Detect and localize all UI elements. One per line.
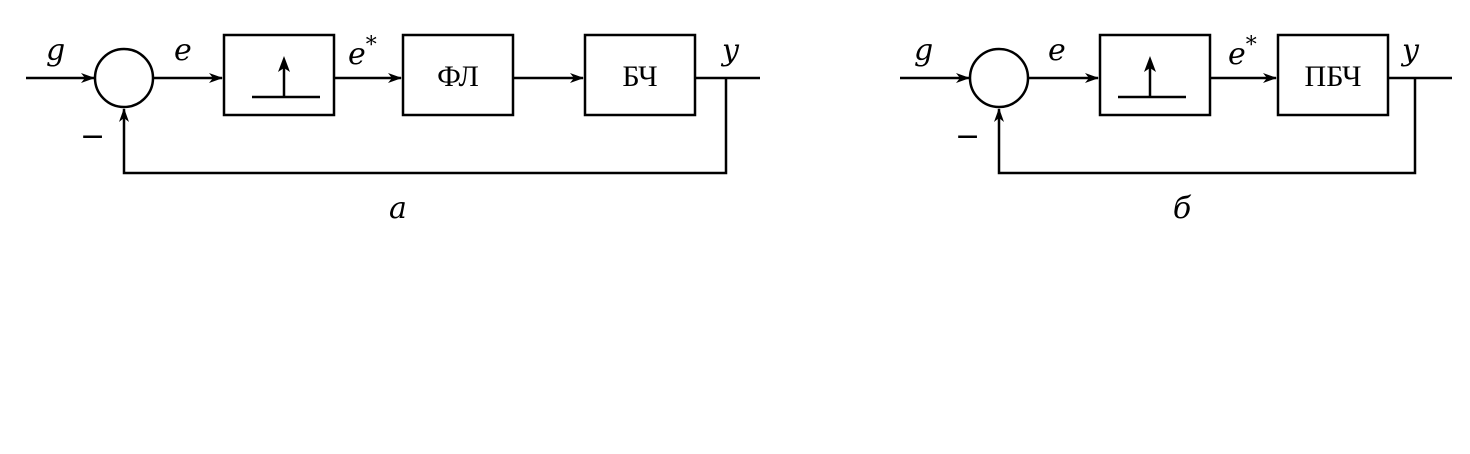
error-signal-label: e xyxy=(1048,33,1066,68)
fl-block-label: ФЛ xyxy=(437,60,479,93)
summing-junction xyxy=(968,47,1030,109)
output-signal-label: y xyxy=(720,33,740,68)
impulse-arrow-icon xyxy=(1118,56,1186,99)
feedback-path xyxy=(119,78,728,175)
caption-a: а xyxy=(389,191,407,226)
caption-b: б xyxy=(1173,191,1192,226)
error-signal-label: e xyxy=(174,33,192,68)
sampled-signal-label: e* xyxy=(1228,33,1257,72)
output-signal-label: y xyxy=(1400,33,1420,68)
feedback-sign: − xyxy=(955,119,980,154)
input-signal-label: g xyxy=(46,33,65,68)
diagram-b: g − e e* ПБЧ y б xyxy=(900,33,1452,226)
feedback-sign: − xyxy=(80,119,105,154)
diagram-a: g − e e* ФЛ БЧ y а xyxy=(26,33,760,226)
pbch-block-label: ПБЧ xyxy=(1305,60,1362,93)
sampler-block xyxy=(222,33,336,117)
input-signal-label: g xyxy=(914,33,933,68)
pbch-block xyxy=(1276,33,1390,117)
fl-block xyxy=(401,33,515,117)
bch-block-label: БЧ xyxy=(622,60,657,93)
summing-junction xyxy=(93,47,155,109)
sampled-signal-label: e* xyxy=(348,33,377,72)
bch-block xyxy=(583,33,697,117)
impulse-arrow-icon xyxy=(252,56,320,99)
sampler-block xyxy=(1098,33,1212,117)
feedback-path xyxy=(994,78,1417,175)
